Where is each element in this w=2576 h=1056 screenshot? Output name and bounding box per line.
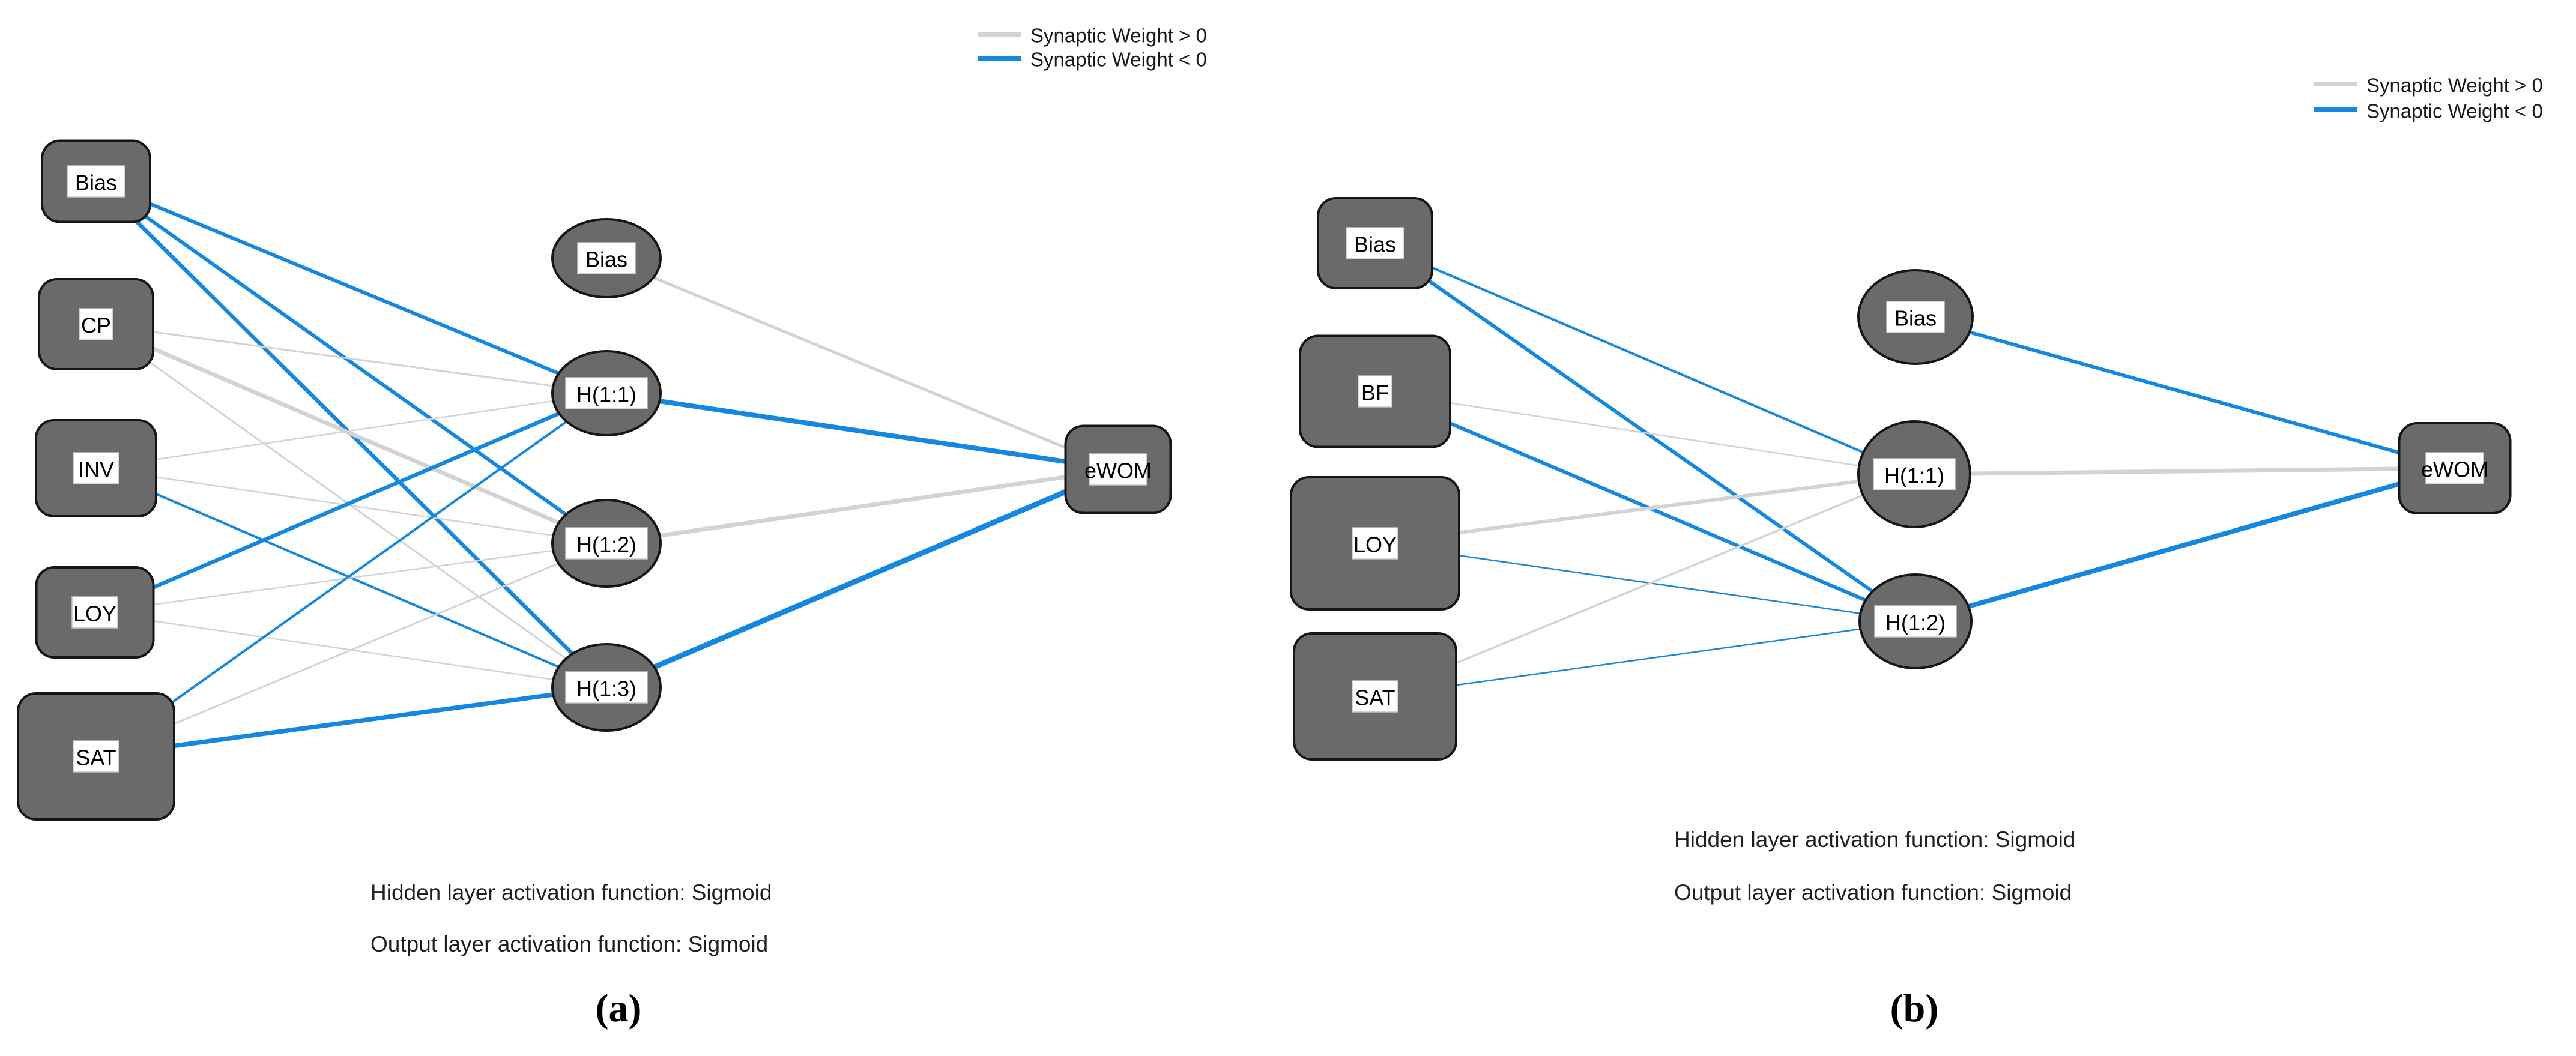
node-label-box — [1874, 605, 1957, 638]
node-bias_in-a: Bias — [41, 139, 151, 223]
node-label-box — [577, 242, 636, 274]
node-bias_in-b: Bias — [1317, 197, 1433, 289]
node-label-box — [73, 740, 119, 773]
edge-sat-h11-negative — [95, 392, 608, 758]
legend-label-positive: Synaptic Weight > 0 — [1030, 25, 1207, 47]
edge-bf-h11-positive — [1374, 390, 1915, 475]
edge-h11-ewom-positive — [1914, 466, 2455, 477]
edge-cp-h11-positive — [95, 323, 607, 394]
node-h13-a: H(1:3) — [551, 643, 662, 732]
edge-bias_h-ewom-negative — [1915, 315, 2455, 470]
node-label: CP — [81, 313, 111, 338]
output-activation-note-a: Output layer activation function: Sigmoi… — [370, 932, 769, 956]
legend-b: Synaptic Weight > 0 Synaptic Weight < 0 — [2314, 74, 2543, 122]
node-label-box — [1089, 453, 1147, 486]
node-label: H(1:1) — [576, 382, 636, 407]
hidden-activation-note-b: Hidden layer activation function: Sigmoi… — [1674, 827, 2076, 852]
edge-h12-ewom-positive — [606, 467, 1119, 546]
panel-caption-a: (a) — [595, 986, 642, 1030]
node-bias_h-a: Bias — [551, 218, 662, 298]
edge-sat-h12-negative — [1374, 620, 1916, 698]
node-label: LOY — [1353, 533, 1397, 557]
node-label-box — [565, 527, 648, 560]
node-bf-b: BF — [1299, 334, 1451, 448]
node-label: LOY — [73, 602, 116, 626]
node-label-box — [1352, 527, 1398, 560]
node-label: H(1:1) — [1884, 463, 1944, 488]
node-bias_h-b: Bias — [1857, 269, 1974, 365]
node-ewom-b: eWOM — [2398, 422, 2512, 514]
node-label: Bias — [585, 247, 627, 272]
node-label-box — [1346, 227, 1404, 259]
legend-label-positive: Synaptic Weight > 0 — [2366, 74, 2543, 97]
node-label: H(1:3) — [576, 677, 636, 701]
node-label: eWOM — [1084, 459, 1152, 483]
node-label: SAT — [76, 746, 116, 770]
node-h12-a: H(1:2) — [551, 499, 662, 588]
node-label-box — [79, 308, 113, 340]
node-label-box — [1886, 301, 1945, 333]
legend-label-negative: Synaptic Weight < 0 — [1030, 49, 1207, 71]
node-inv-a: INV — [35, 419, 157, 517]
node-label-box — [565, 671, 648, 704]
node-label-box — [1873, 458, 1956, 490]
node-h11-a: H(1:1) — [551, 350, 662, 436]
node-h11-b: H(1:1) — [1857, 420, 1971, 528]
node-loy-b: LOY — [1290, 476, 1460, 611]
hidden-activation-note-a: Hidden layer activation function: Sigmoi… — [370, 880, 772, 905]
edge-bf-h12-negative — [1374, 390, 1917, 623]
edge-sat-h13-negative — [95, 685, 607, 759]
node-label: Bias — [1894, 306, 1937, 331]
edge-h13-ewom-negative — [605, 466, 1119, 690]
edge-h11-ewom-negative — [606, 391, 1119, 472]
node-loy-a: LOY — [35, 566, 155, 659]
node-label-box — [67, 165, 125, 198]
node-label: SAT — [1355, 686, 1395, 710]
node-label-box — [565, 377, 648, 409]
node-label-box — [1358, 375, 1392, 408]
edge-inv-h12-positive — [95, 467, 607, 545]
edge-loy-h12-positive — [94, 542, 607, 614]
output-activation-note-b: Output layer activation function: Sigmoi… — [1674, 880, 2072, 905]
edge-sat-h11-positive — [1374, 473, 1915, 698]
edge-bias_in-h12-negative — [95, 180, 608, 545]
node-label: Bias — [1354, 232, 1396, 257]
node-label: H(1:2) — [1885, 611, 1946, 635]
node-label-box — [2425, 452, 2484, 484]
node-label: H(1:2) — [576, 533, 636, 557]
node-label-box — [1352, 680, 1398, 713]
node-label: Bias — [75, 170, 117, 195]
node-label-box — [73, 452, 119, 484]
node-cp-a: CP — [38, 278, 154, 370]
node-label: INV — [78, 457, 114, 482]
edge-loy-h11-negative — [94, 391, 608, 614]
node-label-box — [71, 596, 118, 629]
node-sat-b: SAT — [1293, 632, 1457, 761]
node-label: BF — [1361, 381, 1389, 405]
edge-cp-h12-positive — [95, 322, 608, 546]
edge-loy-h11-positive — [1374, 472, 1915, 545]
edge-h12-ewom-negative — [1914, 466, 2456, 624]
node-label: eWOM — [2421, 457, 2488, 482]
edge-loy-h12-negative — [1374, 542, 1916, 623]
edge-inv-h11-positive — [95, 392, 607, 469]
node-ewom-a: eWOM — [1064, 424, 1172, 514]
edge-bias_in-h11-negative — [95, 180, 608, 395]
node-h12-b: H(1:2) — [1858, 573, 1973, 669]
legend-label-negative: Synaptic Weight < 0 — [2366, 100, 2543, 122]
panel-caption-b: (b) — [1890, 986, 1939, 1030]
edge-bias_h-ewom-positive — [606, 256, 1119, 471]
edge-bias_in-h11-negative — [1374, 242, 1915, 475]
edge-sat-h12-positive — [95, 542, 607, 758]
node-sat-a: SAT — [17, 692, 175, 821]
